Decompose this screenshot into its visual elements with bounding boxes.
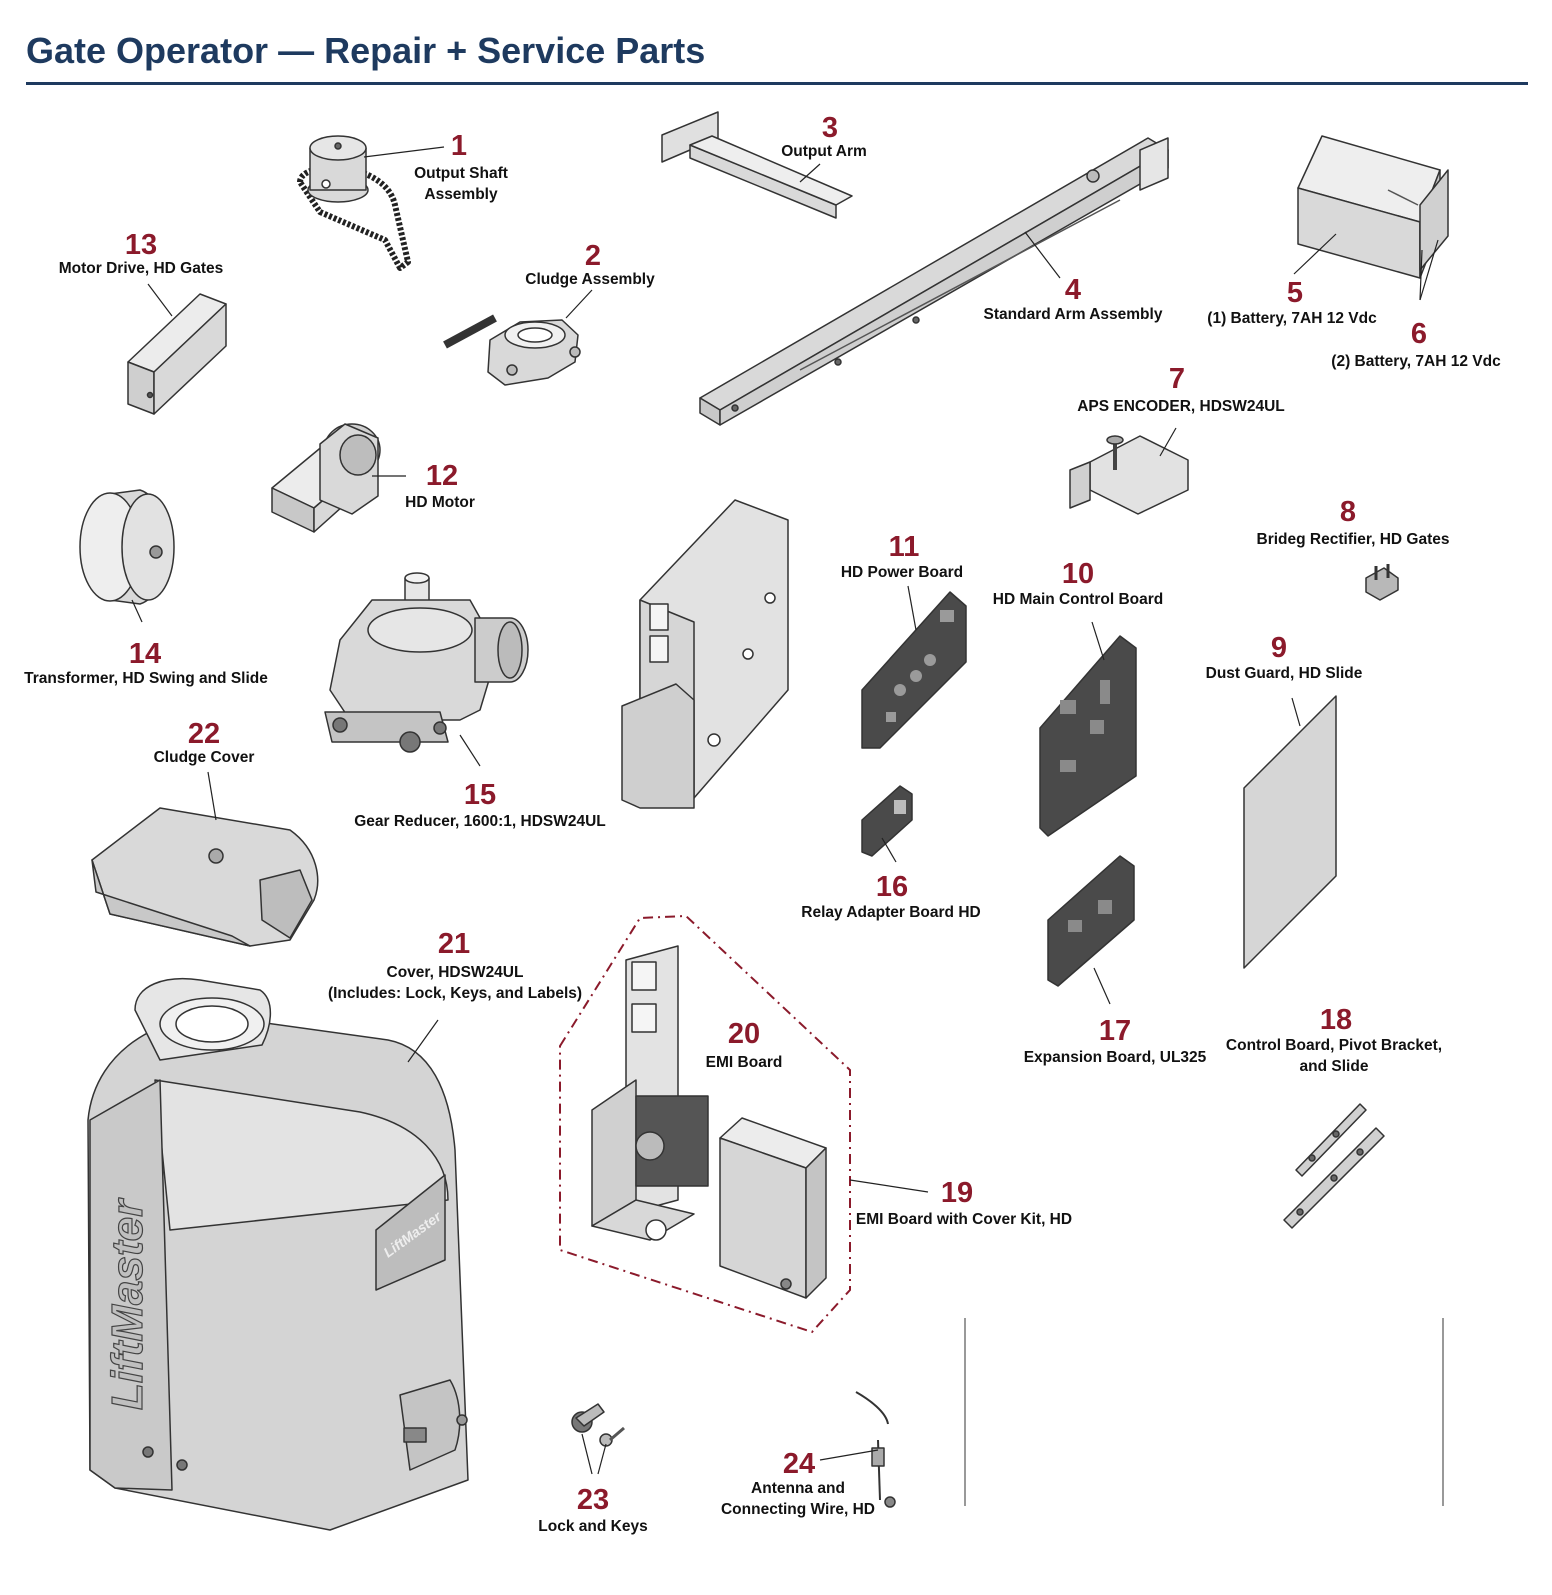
relay-adapter-board-illustration[interactable]: [861, 785, 913, 857]
emi-board-illustration[interactable]: [591, 945, 709, 1241]
callout-label-24: Antenna and Connecting Wire, HD: [720, 1480, 876, 1518]
callout-number-23: 23: [576, 1484, 610, 1516]
pivot-bracket-slide-illustration[interactable]: [1283, 1103, 1385, 1229]
callout-label-23: Lock and Keys: [538, 1518, 648, 1535]
callout-number-5: 5: [1286, 277, 1304, 309]
callout-number-7: 7: [1168, 363, 1186, 395]
battery-7ah-second-illustration[interactable]: [1419, 169, 1449, 271]
callout-label-21: Cover, HDSW24UL (Includes: Lock, Keys, a…: [327, 964, 583, 1002]
hd-main-control-board-illustration[interactable]: [1039, 635, 1137, 837]
callout-label-17: Expansion Board, UL325: [1023, 1049, 1207, 1066]
callout-label-4: Standard Arm Assembly: [983, 306, 1163, 323]
callout-number-24: 24: [782, 1448, 816, 1480]
callout-number-4: 4: [1064, 274, 1082, 306]
cludge-cover-illustration[interactable]: [91, 807, 319, 947]
callout-label-15: Gear Reducer, 1600:1, HDSW24UL: [354, 813, 606, 830]
callout-number-15: 15: [463, 779, 497, 811]
callout-label-13: Motor Drive, HD Gates: [58, 260, 224, 277]
callout-number-10: 10: [1061, 558, 1095, 590]
callout-label-18: Control Board, Pivot Bracket, and Slide: [1225, 1037, 1443, 1075]
battery-7ah-illustration[interactable]: [1297, 135, 1441, 279]
output-arm-illustration[interactable]: [661, 111, 853, 219]
callout-label-9: Dust Guard, HD Slide: [1205, 665, 1363, 682]
page-title: Gate Operator — Repair + Service Parts: [26, 30, 706, 71]
callout-label-5: (1) Battery, 7AH 12 Vdc: [1207, 310, 1377, 327]
callout-number-20: 20: [727, 1018, 761, 1050]
callout-label-1: Output Shaft Assembly: [414, 165, 508, 203]
callout-label-14: Transformer, HD Swing and Slide: [24, 670, 268, 687]
callout-number-13: 13: [124, 229, 158, 261]
hd-power-board-illustration[interactable]: [861, 591, 967, 749]
callout-number-2: 2: [584, 240, 602, 272]
callout-number-22: 22: [187, 718, 221, 750]
control-box-illustration[interactable]: [621, 499, 789, 809]
callout-label-2: Cludge Assembly: [525, 271, 655, 288]
callout-label-3: Output Arm: [781, 143, 867, 160]
hd-motor-illustration[interactable]: [271, 423, 381, 533]
callout-number-9: 9: [1270, 632, 1288, 664]
output-shaft-assembly-illustration[interactable]: [297, 135, 411, 271]
callout-number-11: 11: [888, 531, 920, 563]
callout-label-10: HD Main Control Board: [992, 591, 1164, 608]
title-underline: [26, 82, 1528, 85]
callout-label-12: HD Motor: [405, 494, 475, 511]
standard-arm-assembly-illustration[interactable]: [699, 137, 1169, 426]
cludge-assembly-illustration[interactable]: [443, 314, 581, 386]
bridge-rectifier-illustration[interactable]: [1365, 564, 1399, 601]
antenna-wire-illustration[interactable]: [855, 1391, 896, 1508]
callout-number-6: 6: [1410, 318, 1428, 350]
motor-drive-illustration[interactable]: [127, 293, 227, 415]
callout-label-7: APS ENCODER, HDSW24UL: [1077, 398, 1285, 415]
expansion-board-illustration[interactable]: [1047, 855, 1135, 987]
lock-and-keys-illustration[interactable]: [571, 1403, 625, 1447]
callout-label-11: HD Power Board: [840, 564, 964, 581]
dust-guard-illustration[interactable]: [1243, 695, 1337, 969]
callout-label-20: EMI Board: [705, 1054, 783, 1071]
callout-number-1: 1: [450, 130, 468, 162]
callout-label-16: Relay Adapter Board HD: [801, 904, 981, 921]
emi-cover-box-illustration[interactable]: [719, 1117, 827, 1299]
callout-number-19: 19: [940, 1177, 974, 1209]
callout-label-6: (2) Battery, 7AH 12 Vdc: [1331, 353, 1501, 370]
callout-number-17: 17: [1098, 1015, 1132, 1047]
leader-lines: [131, 146, 1439, 1475]
cover-brand-logo: LiftMaster: [103, 1197, 152, 1410]
callout-number-18: 18: [1319, 1004, 1353, 1036]
callout-number-12: 12: [425, 460, 459, 492]
aps-encoder-illustration[interactable]: [1069, 435, 1189, 515]
callout-number-3: 3: [821, 112, 839, 144]
operator-cover-illustration[interactable]: [87, 978, 469, 1531]
callout-number-8: 8: [1339, 496, 1357, 528]
callout-label-19: EMI Board with Cover Kit, HD: [855, 1211, 1073, 1228]
transformer-illustration[interactable]: [79, 489, 175, 605]
callout-number-21: 21: [437, 928, 471, 960]
gear-reducer-illustration[interactable]: [324, 572, 529, 753]
callout-label-22: Cludge Cover: [153, 749, 255, 766]
callout-number-16: 16: [875, 871, 909, 903]
callout-label-8: Brideg Rectifier, HD Gates: [1256, 531, 1450, 548]
callout-number-14: 14: [128, 638, 162, 670]
